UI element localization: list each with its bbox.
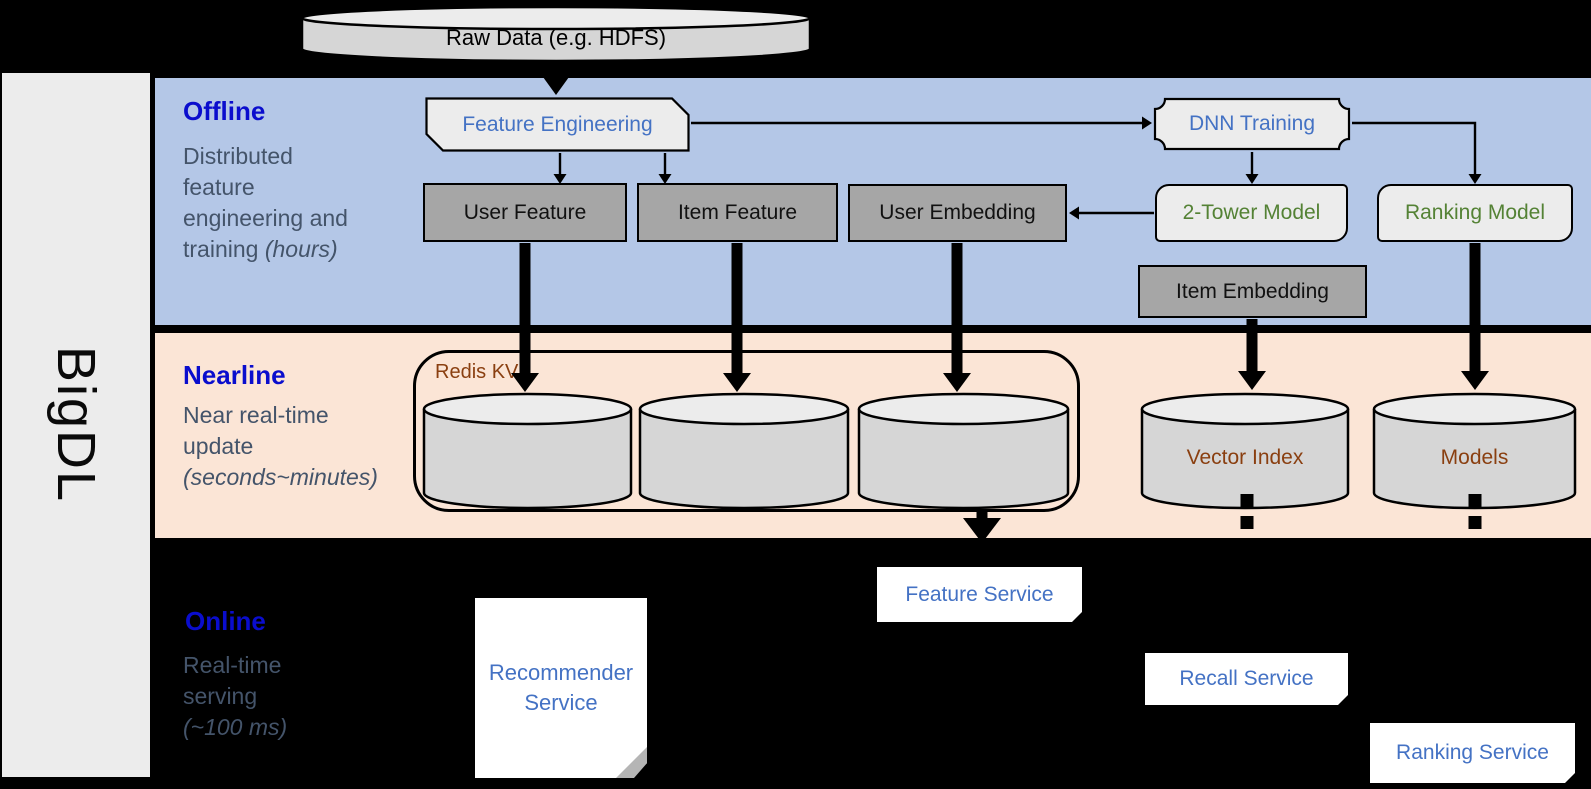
nearline-section-label: Nearline <box>183 360 286 390</box>
cylinder-icon <box>1372 392 1577 510</box>
cylinder-icon <box>300 5 812 62</box>
redis-cylinder-1 <box>422 392 633 510</box>
ranking-model-node: Ranking Model <box>1377 184 1573 242</box>
redis-kv-container: Redis KV <box>413 350 1080 512</box>
offline-desc-time: (hours) <box>264 236 338 262</box>
cylinder-icon <box>857 392 1070 510</box>
feature-service-label: Feature Service <box>905 582 1054 606</box>
dnn-training-node: DNN Training <box>1153 97 1351 151</box>
item-embedding-node: Item Embedding <box>1138 265 1367 318</box>
folded-corner-icon <box>1338 695 1348 705</box>
plaque-shape-icon <box>1153 97 1351 151</box>
cylinder-icon <box>638 392 850 510</box>
online-section-label: Online <box>185 606 266 636</box>
bigdl-brand-label: BigDL <box>46 346 106 504</box>
offline-section-label: Offline <box>183 96 266 126</box>
user-feature-node: User Feature <box>423 183 627 242</box>
vector-index-label: Vector Index <box>1186 446 1304 469</box>
folded-corner-icon <box>1565 773 1575 783</box>
recall-service-label: Recall Service <box>1179 667 1314 690</box>
raw-data-label: Raw Data (e.g. HDFS) <box>445 25 667 50</box>
online-desc-time: (~100 ms) <box>183 714 288 740</box>
feature-engineering-node: Feature Engineering <box>425 97 690 152</box>
dnn-training-label: DNN Training <box>1188 112 1316 135</box>
recall-service-node: Recall Service <box>1145 653 1348 705</box>
two-tower-model-node: 2-Tower Model <box>1155 184 1348 242</box>
models-cylinder: Models <box>1372 392 1577 510</box>
ranking-service-node: Ranking Service <box>1370 723 1575 783</box>
snip-corner-shape-icon <box>425 97 690 152</box>
item-feature-node: Item Feature <box>637 183 838 242</box>
cylinder-icon <box>1140 392 1350 510</box>
folded-corner-icon <box>1072 612 1082 622</box>
bigdl-sidebar: BigDL <box>2 73 150 777</box>
raw-data-cylinder: Raw Data (e.g. HDFS) <box>300 5 812 62</box>
user-embedding-node: User Embedding <box>848 184 1067 242</box>
nearline-desc-time: (seconds~minutes) <box>183 464 378 490</box>
models-label: Models <box>1440 446 1509 469</box>
redis-kv-label: Redis KV <box>435 361 519 383</box>
vector-index-cylinder: Vector Index <box>1140 392 1350 510</box>
feature-engineering-label: Feature Engineering <box>462 112 653 136</box>
cylinder-icon <box>422 392 633 510</box>
feature-service-node: Feature Service <box>877 567 1082 622</box>
redis-cylinder-2 <box>638 392 850 510</box>
redis-cylinder-3 <box>857 392 1070 510</box>
ranking-service-label: Ranking Service <box>1396 741 1549 764</box>
